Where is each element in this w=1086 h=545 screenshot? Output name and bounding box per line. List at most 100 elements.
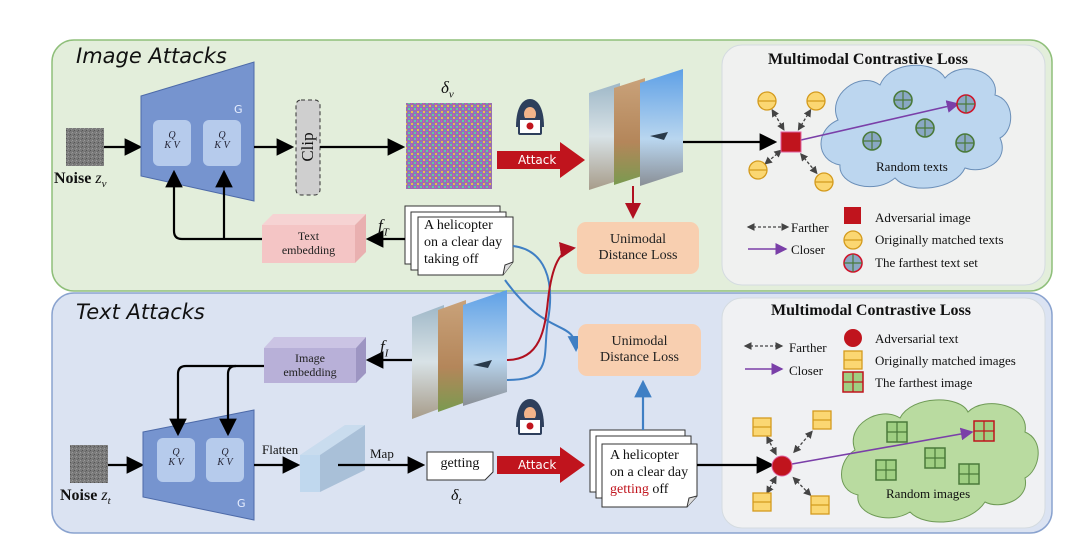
farther-arrow (771, 108, 785, 131)
noise-label-v: Noise zv (54, 170, 107, 191)
map-label: Map (370, 446, 394, 461)
legend-item: Originally matched texts (875, 232, 1004, 247)
contrastive-title-t: Multimodal Contrastive Loss (771, 302, 971, 319)
legend-adversarial-text-icon (844, 329, 862, 347)
attack-label-v: Attack (518, 153, 557, 167)
farther-arrow (792, 476, 812, 497)
perturbation-word: getting (440, 456, 480, 471)
hacker-icon (516, 399, 544, 435)
attack-arrow-v (497, 142, 585, 178)
legend-matched-image-icon (843, 350, 863, 370)
attack-label-t: Attack (518, 458, 557, 472)
hacker-icon (516, 99, 544, 135)
farther-arrow (766, 435, 777, 456)
farthest-image-grid (973, 420, 995, 442)
unimodal-loss-box-v (577, 222, 699, 274)
clip-label: Clip (298, 132, 317, 162)
random-image-grid (958, 463, 980, 485)
generator-t (142, 409, 255, 521)
perturbation-label-t: δt (451, 487, 462, 508)
image-stack-t (412, 290, 507, 419)
matched-text-circle (814, 172, 834, 192)
attention-block-v2 (203, 120, 241, 166)
closer-arrow (791, 427, 974, 465)
farther-arrow (766, 475, 777, 495)
attack-arrow-t (497, 447, 585, 483)
legend-item: Adversarial text (875, 331, 959, 346)
contrastive-title-v: Multimodal Contrastive Loss (768, 51, 968, 68)
legend-adversarial-image-icon (844, 207, 861, 224)
attention-block-t2 (206, 438, 244, 482)
farther-arrow (764, 149, 783, 165)
random-text-circle (915, 118, 935, 138)
farther-arrow (800, 152, 818, 175)
random-image-grid (886, 421, 908, 443)
random-text-circle (862, 131, 882, 151)
legend-closer-t: Closer (789, 363, 823, 378)
random-text-circle (893, 90, 913, 110)
image-embedding-block (264, 337, 366, 383)
adversarial-image-stack (589, 69, 683, 190)
attention-block-t1 (157, 438, 195, 482)
cloud-label-v: Random texts (876, 159, 948, 174)
farther-arrow (797, 108, 812, 131)
farthest-text-circle (956, 94, 976, 114)
caption-stack-v (404, 205, 514, 276)
legend-farther-t: Farther (789, 340, 827, 355)
feature-label-t: fT (378, 216, 389, 239)
random-image-grid (875, 459, 897, 481)
closer-arrow (800, 100, 960, 141)
matched-image-square (812, 410, 832, 430)
legend-item: The farthest image (875, 375, 973, 390)
attention-block-v1 (153, 120, 191, 166)
matched-image-square (810, 495, 830, 515)
matched-text-circle (757, 91, 777, 111)
random-text-circle (955, 133, 975, 153)
matched-text-circle (748, 160, 768, 180)
flatten-label: Flatten (262, 442, 299, 457)
adversarial-image-marker (780, 131, 802, 153)
random-image-grid (924, 447, 946, 469)
adversarial-text-marker (771, 455, 793, 477)
legend-matched-text-icon (843, 230, 863, 250)
matched-image-square (752, 492, 772, 512)
generator-label-v: G (234, 103, 243, 116)
generator-label-t: G (237, 497, 246, 510)
matched-text-circle (806, 91, 826, 111)
text-attacks-title: Text Attacks (76, 300, 205, 324)
legend-item: The farthest text set (875, 255, 978, 270)
image-attacks-title: Image Attacks (76, 44, 227, 68)
adversarial-word: getting (610, 481, 649, 497)
generator-v (140, 61, 255, 202)
noise-label-t: Noise zt (60, 487, 111, 508)
feature-label-i: fI (380, 337, 389, 360)
perturbation-image (406, 103, 492, 189)
flatten-vector (300, 425, 365, 492)
legend-item: Adversarial image (875, 210, 971, 225)
legend-farthest-image-icon (842, 371, 864, 393)
perturbation-label-v: δv (441, 78, 454, 101)
farther-arrow (793, 430, 813, 454)
legend-farther-v: Farther (791, 220, 829, 235)
noise-image-v (66, 128, 104, 166)
matched-image-square (752, 417, 772, 437)
adversarial-caption-stack (589, 429, 698, 508)
text-embedding-block (262, 214, 366, 263)
legend-closer-v: Closer (791, 242, 825, 257)
noise-image-t (70, 445, 108, 483)
cloud-label-t: Random images (886, 486, 971, 501)
legend-item: Originally matched images (875, 353, 1016, 368)
unimodal-loss-box-t (578, 324, 701, 376)
legend-farthest-text-icon (843, 253, 863, 273)
